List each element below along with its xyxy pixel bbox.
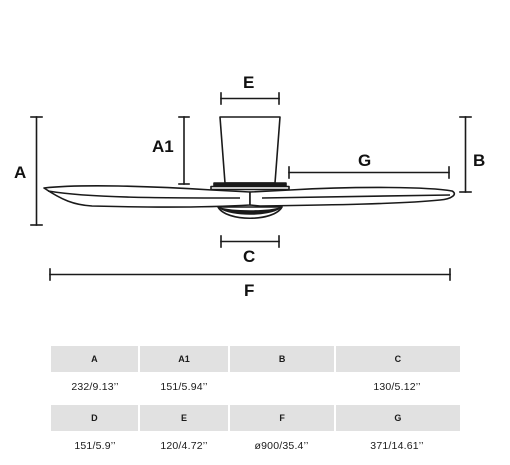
- table-header-cell: B: [228, 346, 334, 372]
- dimension-a1-line: [178, 116, 190, 185]
- table-value-cell: 130/5.12’’: [373, 381, 421, 393]
- label-c: C: [243, 247, 255, 266]
- label-a1: A1: [152, 137, 174, 156]
- table-1-header-row: A A1 B C: [51, 346, 460, 372]
- dimension-e-line: [220, 92, 280, 105]
- fan-canopy: [219, 116, 281, 184]
- label-b: B: [473, 151, 485, 170]
- table-header-cell: A1: [137, 346, 229, 372]
- table-value-cell: 232/9.13’’: [71, 381, 119, 393]
- table-header-cell: D: [51, 405, 138, 431]
- dimension-g-line: [288, 166, 450, 179]
- table-2-header-row: D E F G: [51, 405, 460, 431]
- table-header-cell: G: [333, 405, 460, 431]
- fan-dimension-diagram: A A1 E B G C F: [14, 73, 485, 300]
- fan-motor-band: [219, 207, 281, 215]
- label-a: A: [14, 163, 26, 182]
- table-value-cell: ø900/35.4’’: [254, 440, 309, 452]
- table-1-value-row: 232/9.13’’ 151/5.94’’ 130/5.12’’: [51, 372, 460, 402]
- table-value-cell: 371/14.61’’: [370, 440, 424, 452]
- label-g: G: [358, 151, 371, 170]
- dimension-a-line: [30, 116, 43, 226]
- table-header-cell: E: [137, 405, 229, 431]
- table-header-cell: A: [51, 346, 138, 372]
- fan-blade-left-edge: [47, 190, 241, 199]
- fan-blade-right-edge: [261, 194, 451, 199]
- dimension-c-line: [220, 235, 280, 248]
- dimension-table-1: A A1 B C 232/9.13’’ 151/5.94’’ 130/5.12’…: [51, 346, 460, 402]
- table-value-cell: 151/5.9’’: [74, 440, 116, 452]
- dimension-table-2: D E F G 151/5.9’’ 120/4.72’’ ø900/35.4’’…: [51, 405, 460, 461]
- table-value-cell: 151/5.94’’: [160, 381, 208, 393]
- table-value-cell: 120/4.72’’: [160, 440, 208, 452]
- dimension-f-line: [49, 268, 451, 281]
- table-2-value-row: 151/5.9’’ 120/4.72’’ ø900/35.4’’ 371/14.…: [51, 431, 460, 461]
- dimension-b-line: [459, 116, 472, 193]
- table-header-cell: C: [333, 346, 460, 372]
- label-f: F: [244, 281, 254, 300]
- table-header-cell: F: [228, 405, 334, 431]
- fan-blade-left: [43, 185, 251, 208]
- label-e: E: [243, 73, 254, 92]
- table-value-cell: [229, 372, 334, 402]
- canopy-base-ring-lower: [210, 185, 290, 191]
